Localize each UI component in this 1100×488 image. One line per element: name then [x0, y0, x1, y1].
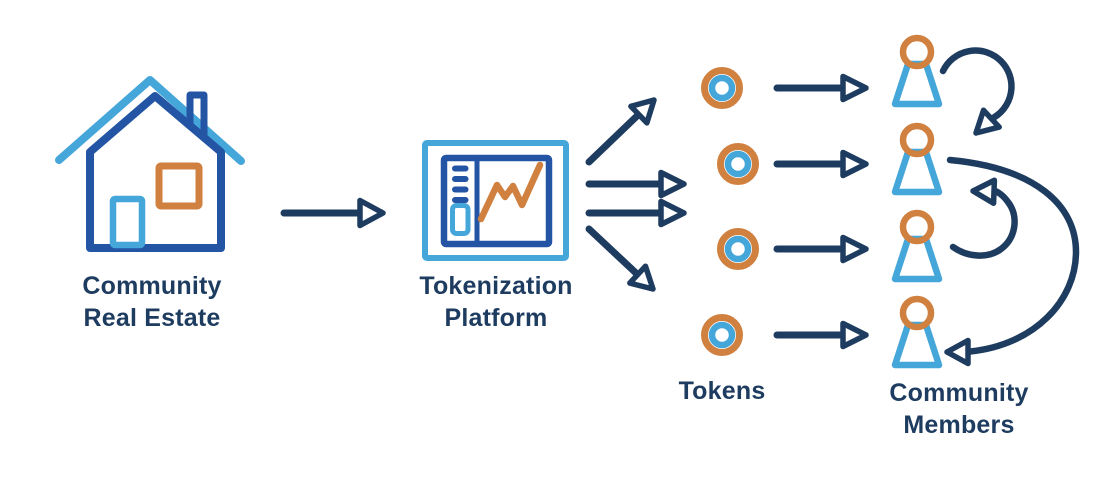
arrow-house-to-platform	[280, 197, 386, 229]
menu-line	[452, 197, 469, 203]
curved-arrow-member2-to-member4	[944, 156, 1080, 367]
person-body	[891, 148, 943, 196]
fan-arrow-up	[585, 97, 657, 166]
fan-arrow-mid-2	[585, 198, 687, 228]
arrow-token-2-to-member-2	[773, 149, 869, 179]
arrow-head	[840, 149, 869, 179]
arrow-head	[944, 337, 971, 367]
arrow-head	[357, 197, 386, 229]
arrow-curve	[949, 187, 1018, 259]
token-coin-icon-1	[701, 67, 743, 109]
fan-arrow-down	[585, 225, 656, 292]
arrow-head	[840, 320, 869, 350]
arrow-head	[840, 73, 869, 103]
label-line: Platform	[444, 304, 548, 332]
label-line: Community	[82, 272, 222, 300]
person-icon-1	[891, 34, 943, 108]
chimney	[186, 91, 208, 142]
person-head	[899, 209, 935, 245]
label-line: Tokens	[678, 377, 766, 405]
person-body	[891, 235, 943, 283]
scroll-bar	[450, 203, 471, 236]
curved-arrow-member1-to-member2	[939, 47, 1015, 136]
arrow-head	[973, 107, 1002, 136]
roof-highlight-line	[55, 76, 245, 165]
screen-outer-frame	[422, 140, 569, 261]
token-outer-ring	[701, 67, 743, 109]
person-icon-4	[891, 295, 943, 369]
person-head	[899, 34, 935, 70]
curved-arrow-member3-to-member2	[949, 177, 1018, 259]
person-head	[899, 122, 935, 158]
label-line: Community	[889, 379, 1029, 407]
arrow-curve	[939, 47, 1015, 123]
token-outer-ring	[701, 314, 743, 356]
door	[109, 195, 146, 249]
trading-dashboard-icon	[422, 140, 569, 261]
arrow-head	[658, 169, 687, 199]
arrow-head	[840, 234, 869, 264]
token-coin-icon-4	[701, 314, 743, 356]
arrow-token-1-to-member-1	[773, 73, 869, 103]
person-icon-2	[891, 122, 943, 196]
arrow-token-3-to-member-3	[773, 234, 869, 264]
window	[155, 162, 203, 210]
token-inner-ring	[708, 74, 736, 102]
menu-lines	[452, 165, 469, 203]
arrow-token-4-to-member-4	[773, 320, 869, 350]
label-line: Real Estate	[83, 304, 221, 332]
tokens-label: Tokens	[592, 375, 852, 407]
person-body	[891, 321, 943, 369]
token-inner-ring	[724, 235, 752, 263]
platform-label: Tokenization Platform	[366, 270, 626, 334]
fan-arrow-mid-1	[585, 169, 687, 199]
person-body	[891, 60, 943, 108]
token-inner-ring	[708, 321, 736, 349]
members-label: Community Members	[829, 377, 1089, 441]
label-line: Tokenization	[419, 272, 573, 300]
real-estate-label: Community Real Estate	[22, 270, 282, 334]
arrow-head	[658, 198, 687, 228]
screen-inner-frame	[440, 154, 553, 248]
menu-line	[452, 186, 469, 193]
arrow-shaft	[585, 112, 641, 166]
person-icon-3	[891, 209, 943, 283]
token-coin-icon-2	[717, 143, 759, 185]
token-inner-ring	[724, 150, 752, 178]
token-outer-ring	[717, 228, 759, 270]
arrow-head	[627, 263, 656, 292]
house-icon	[55, 76, 245, 252]
menu-line	[452, 165, 469, 172]
menu-line	[452, 176, 469, 182]
arrow-shaft	[585, 225, 641, 278]
chart-line	[477, 161, 544, 223]
arrow-head	[628, 97, 657, 126]
person-head	[899, 295, 935, 331]
token-outer-ring	[717, 143, 759, 185]
label-line: Members	[903, 411, 1015, 439]
token-coin-icon-3	[717, 228, 759, 270]
arrow-curve	[946, 156, 1080, 355]
arrow-head	[970, 177, 998, 206]
